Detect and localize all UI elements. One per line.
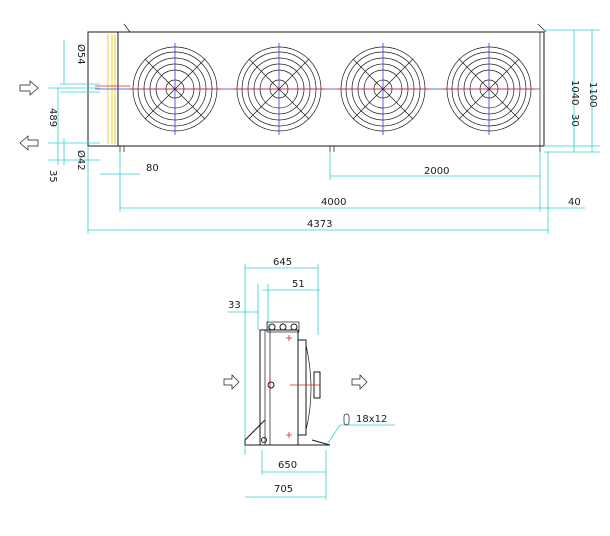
airflow-in-arrow-icon <box>223 374 240 390</box>
side-view: 645 51 33 650 705 <box>223 257 395 500</box>
dim-base-outer: 705 <box>274 484 293 495</box>
plan-view: Ø54 489 35 Ø42 1100 1040 30 80 2000 4000… <box>19 23 600 234</box>
dim-w-total: 4373 <box>307 219 332 230</box>
dim-w-edge: 80 <box>146 163 159 174</box>
dim-h-body: 1040 <box>569 80 580 105</box>
dim-base-inner: 650 <box>278 460 297 471</box>
outlet-arrow-icon <box>19 135 39 151</box>
dim-w-end: 40 <box>568 197 581 208</box>
fan-1 <box>129 43 221 135</box>
dim-h-foot: 30 <box>569 114 580 127</box>
fan-guard <box>297 339 307 436</box>
fan-4 <box>443 43 535 135</box>
fan-3 <box>337 43 429 135</box>
dim-d-outlet: Ø42 <box>75 150 87 171</box>
dim-d-inlet: Ø54 <box>75 44 87 65</box>
dim-top-width: 645 <box>273 257 292 268</box>
end-plate-corner <box>537 23 547 33</box>
inlet-arrow-icon <box>19 80 39 96</box>
dim-h-bottom-offset: 35 <box>47 170 58 183</box>
left-corner <box>123 23 131 33</box>
dim-top-offset: 51 <box>292 279 305 290</box>
dim-w-leg-spacing: 2000 <box>424 166 449 177</box>
side-body <box>259 329 299 446</box>
fan-2 <box>233 43 325 135</box>
dim-h-total: 1100 <box>587 82 598 107</box>
dim-slot: 18x12 <box>356 414 387 425</box>
airflow-out-arrow-icon <box>351 374 368 390</box>
dim-h-pipe-spacing: 489 <box>47 108 58 127</box>
slot-icon <box>343 413 350 426</box>
dim-left-offset: 33 <box>228 300 241 311</box>
dim-w-body: 4000 <box>321 197 346 208</box>
